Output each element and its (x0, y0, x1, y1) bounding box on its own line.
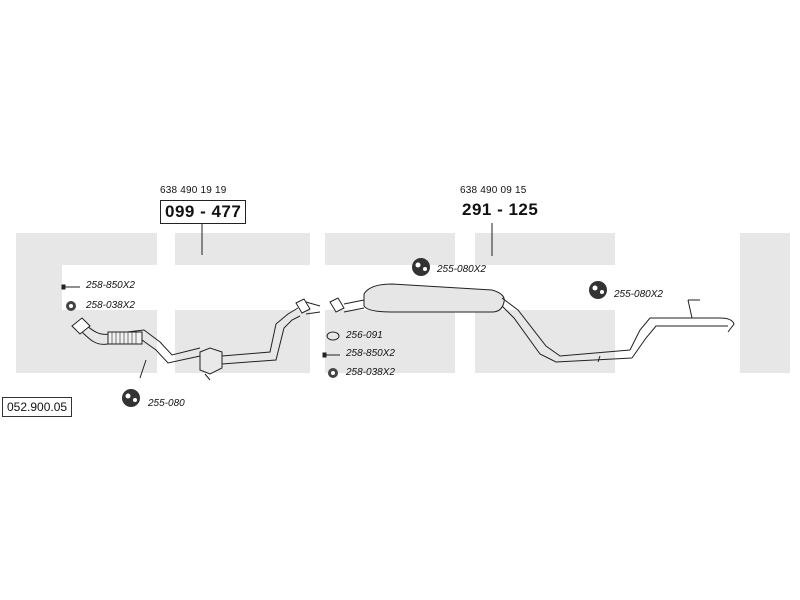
bolt-icon-left (61, 284, 80, 290)
front-pipe (71, 317, 201, 379)
front-silencer (199, 298, 321, 381)
hanger-icon-mid (412, 258, 430, 276)
label-bolt-left: 258-850X2 (86, 280, 135, 291)
label-nut-left: 258-038X2 (86, 300, 135, 311)
label-hanger-mid: 255-080X2 (437, 264, 486, 275)
code-left: 099 - 477 (160, 200, 247, 224)
flex-section (107, 331, 143, 345)
label-hanger-left: 255-080 (148, 398, 185, 409)
label-hanger-right: 255-080X2 (614, 289, 663, 300)
part-number-left: 638 490 19 19 (160, 185, 227, 196)
label-gasket-mid: 256-091 (346, 330, 383, 341)
rear-silencer (329, 283, 735, 363)
code-right: 291 - 125 (462, 200, 539, 219)
gasket-icon-mid (326, 331, 340, 341)
label-nut-mid: 258-038X2 (346, 367, 395, 378)
reference-number: 052.900.05 (2, 397, 73, 417)
bolt-icon-mid (322, 352, 340, 358)
hanger-icon-left (122, 389, 140, 407)
part-number-right: 638 490 09 15 (460, 185, 527, 196)
nut-icon-mid (328, 368, 338, 378)
nut-icon-left (66, 301, 76, 311)
label-bolt-mid: 258-850X2 (346, 348, 395, 359)
hanger-icon-right (589, 281, 607, 299)
